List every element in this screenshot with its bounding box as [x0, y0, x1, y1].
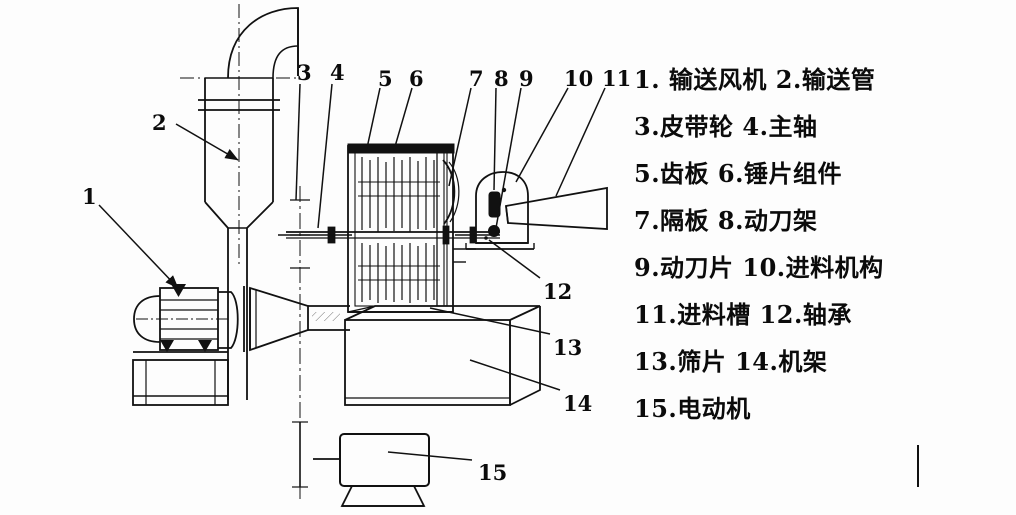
leader-6 — [393, 87, 413, 151]
callout-7: 7 — [469, 66, 484, 91]
leader-8 — [493, 87, 497, 191]
callout-12: 12 — [543, 279, 573, 304]
feed-chute-item11 — [505, 186, 608, 230]
callout-15: 15 — [478, 460, 508, 485]
machine-frame-item14 — [344, 305, 541, 406]
feed-to-chamber-link — [453, 248, 476, 263]
leader-11 — [555, 87, 606, 197]
callout-2: 2 — [152, 110, 167, 135]
duct-centerline — [180, 4, 300, 268]
callout-5: 5 — [378, 66, 393, 91]
callout-3: 3 — [297, 60, 312, 85]
callout-10: 10 — [564, 66, 594, 91]
partition-plate-item7 — [442, 159, 460, 225]
conveying-fan-assembly — [132, 287, 239, 406]
callout-6: 6 — [409, 66, 424, 91]
callout-4: 4 — [330, 60, 345, 85]
callout-13: 13 — [553, 335, 583, 360]
fan-mount-marks — [160, 284, 212, 352]
leader-2 — [175, 123, 239, 161]
legend-line-4: 7.隔板 8.动刀架 — [634, 206, 818, 235]
leader-lines — [98, 83, 606, 461]
leader-3 — [295, 83, 301, 201]
electric-motor-item15 — [313, 433, 430, 507]
leader-10 — [515, 87, 569, 183]
conveying-pipe-elbow — [198, 7, 299, 400]
leader-5 — [366, 87, 381, 149]
parts-legend: 1. 输送风机 2.输送管 3.皮带轮 4.主轴 5.齿板 6.锤片组件 7.隔… — [634, 56, 1016, 432]
callout-11: 11 — [602, 66, 632, 91]
leader-9 — [495, 87, 522, 229]
legend-line-6: 11.进料槽 12.轴承 — [634, 300, 852, 329]
legend-line-5: 9.动刀片 10.进料机构 — [634, 253, 884, 282]
leader-7 — [448, 87, 472, 187]
callout-9: 9 — [519, 66, 534, 91]
legend-line-1: 1. 输送风机 2.输送管 — [634, 65, 876, 94]
page-edge-tick-mark — [917, 445, 919, 487]
main-shaft-item4 — [278, 225, 500, 245]
leader-4 — [317, 83, 333, 229]
moving-blade-item9 — [488, 225, 500, 237]
legend-line-3: 5.齿板 6.锤片组件 — [634, 159, 842, 188]
leader-15 — [387, 451, 473, 461]
transition-cone — [243, 286, 350, 352]
hammer-assembly-item6 — [358, 157, 440, 303]
legend-line-8: 15.电动机 — [634, 394, 751, 423]
leader-14 — [469, 359, 561, 391]
callout-14: 14 — [563, 391, 593, 416]
legend-line-2: 3.皮带轮 4.主轴 — [634, 112, 818, 141]
toothed-plate-item5 — [347, 143, 455, 154]
leader-13 — [429, 307, 551, 335]
leader-1 — [98, 204, 179, 289]
feeding-mechanism-item10 — [465, 171, 535, 250]
callout-8: 8 — [494, 66, 509, 91]
leader-12 — [488, 239, 541, 279]
callout-1: 1 — [82, 184, 97, 209]
legend-line-7: 13.筛片 14.机架 — [634, 347, 828, 376]
mill-chamber — [347, 145, 454, 313]
belt-pulley-centerline-item3 — [290, 186, 310, 500]
